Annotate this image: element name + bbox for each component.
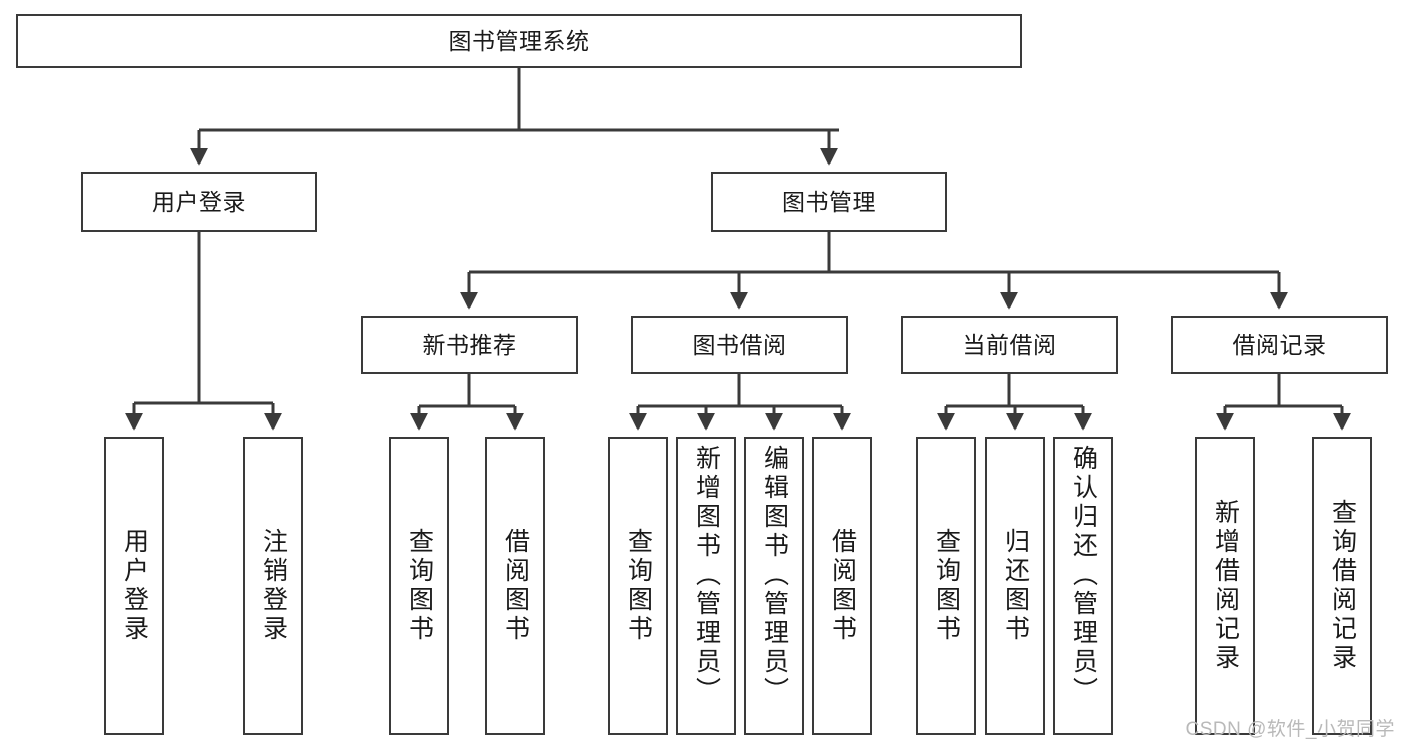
- node-leaf-user-login[interactable]: 用户登录: [104, 437, 164, 735]
- node-current-borrow[interactable]: 当前借阅: [901, 316, 1118, 374]
- node-leaf-return-book-label: 归还图书: [1001, 528, 1030, 644]
- node-leaf-logout-login-label: 注销登录: [259, 528, 288, 644]
- node-leaf-logout-login[interactable]: 注销登录: [243, 437, 303, 735]
- node-leaf-add-borrow-record-label: 新增借阅记录: [1211, 499, 1240, 673]
- node-leaf-edit-book-label: 编辑图书（管理员）: [760, 445, 789, 706]
- node-leaf-user-login-label: 用户登录: [120, 528, 149, 644]
- node-leaf-query-book-borrow[interactable]: 查询图书: [608, 437, 668, 735]
- node-leaf-query-borrow-record-label: 查询借阅记录: [1328, 499, 1357, 673]
- node-root[interactable]: 图书管理系统: [16, 14, 1022, 68]
- node-borrow-record-label: 借阅记录: [1232, 331, 1327, 358]
- node-leaf-add-book[interactable]: 新增图书（管理员）: [676, 437, 736, 735]
- node-leaf-query-book-rec[interactable]: 查询图书: [389, 437, 449, 735]
- node-leaf-add-book-label: 新增图书（管理员）: [692, 445, 721, 706]
- node-new-book-recommend[interactable]: 新书推荐: [361, 316, 578, 374]
- node-leaf-confirm-return[interactable]: 确认归还（管理员）: [1053, 437, 1113, 735]
- node-book-borrow-label: 图书借阅: [692, 331, 787, 358]
- node-user-login-label: 用户登录: [152, 188, 246, 215]
- node-book-borrow[interactable]: 图书借阅: [631, 316, 848, 374]
- node-root-label: 图书管理系统: [448, 27, 590, 54]
- node-leaf-query-book-borrow-label: 查询图书: [624, 528, 653, 644]
- node-leaf-edit-book[interactable]: 编辑图书（管理员）: [744, 437, 804, 735]
- node-leaf-query-borrow-record[interactable]: 查询借阅记录: [1312, 437, 1372, 735]
- node-leaf-query-book-current[interactable]: 查询图书: [916, 437, 976, 735]
- node-book-manage-label: 图书管理: [782, 188, 876, 215]
- node-new-book-recommend-label: 新书推荐: [422, 331, 517, 358]
- node-leaf-borrow-book-rec-label: 借阅图书: [501, 528, 530, 644]
- node-borrow-record[interactable]: 借阅记录: [1171, 316, 1388, 374]
- node-leaf-query-book-rec-label: 查询图书: [405, 528, 434, 644]
- node-leaf-borrow-book-rec[interactable]: 借阅图书: [485, 437, 545, 735]
- node-current-borrow-label: 当前借阅: [962, 331, 1057, 358]
- node-leaf-confirm-return-label: 确认归还（管理员）: [1069, 445, 1098, 706]
- node-leaf-query-book-current-label: 查询图书: [932, 528, 961, 644]
- node-book-manage[interactable]: 图书管理: [711, 172, 947, 232]
- node-leaf-borrow-book-label: 借阅图书: [828, 528, 857, 644]
- node-leaf-return-book[interactable]: 归还图书: [985, 437, 1045, 735]
- node-leaf-add-borrow-record[interactable]: 新增借阅记录: [1195, 437, 1255, 735]
- node-leaf-borrow-book[interactable]: 借阅图书: [812, 437, 872, 735]
- node-user-login[interactable]: 用户登录: [81, 172, 317, 232]
